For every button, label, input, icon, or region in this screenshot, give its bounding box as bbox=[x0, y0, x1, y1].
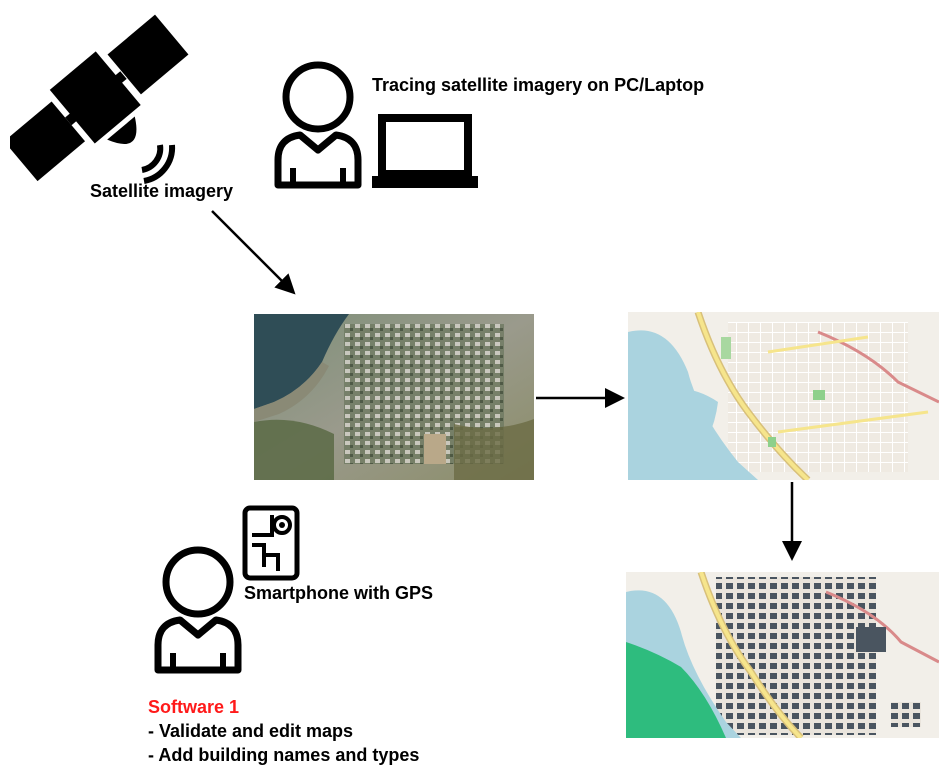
arrow-photo-to-map bbox=[536, 386, 632, 410]
satellite-icon bbox=[10, 5, 190, 195]
satellite-photo bbox=[254, 314, 534, 480]
arrow-satellite-to-photo bbox=[200, 205, 310, 305]
laptop-icon bbox=[372, 112, 480, 192]
arrow-map-to-detailed-map bbox=[780, 482, 804, 568]
software-title: Software 1 bbox=[148, 697, 240, 717]
user-icon bbox=[268, 60, 368, 190]
smartphone-map-icon bbox=[242, 505, 300, 581]
software-item-validate: - Validate and edit maps bbox=[148, 721, 354, 741]
smartphone-label: Smartphone with GPS bbox=[244, 583, 434, 603]
satellite-imagery-label: Satellite imagery bbox=[90, 181, 234, 201]
osm-map-roads bbox=[628, 312, 939, 480]
tracing-label: Tracing satellite imagery on PC/Laptop bbox=[372, 75, 705, 95]
software-item-add-names: - Add building names and types bbox=[148, 745, 420, 765]
osm-map-buildings bbox=[626, 572, 939, 738]
user-icon bbox=[148, 545, 248, 675]
